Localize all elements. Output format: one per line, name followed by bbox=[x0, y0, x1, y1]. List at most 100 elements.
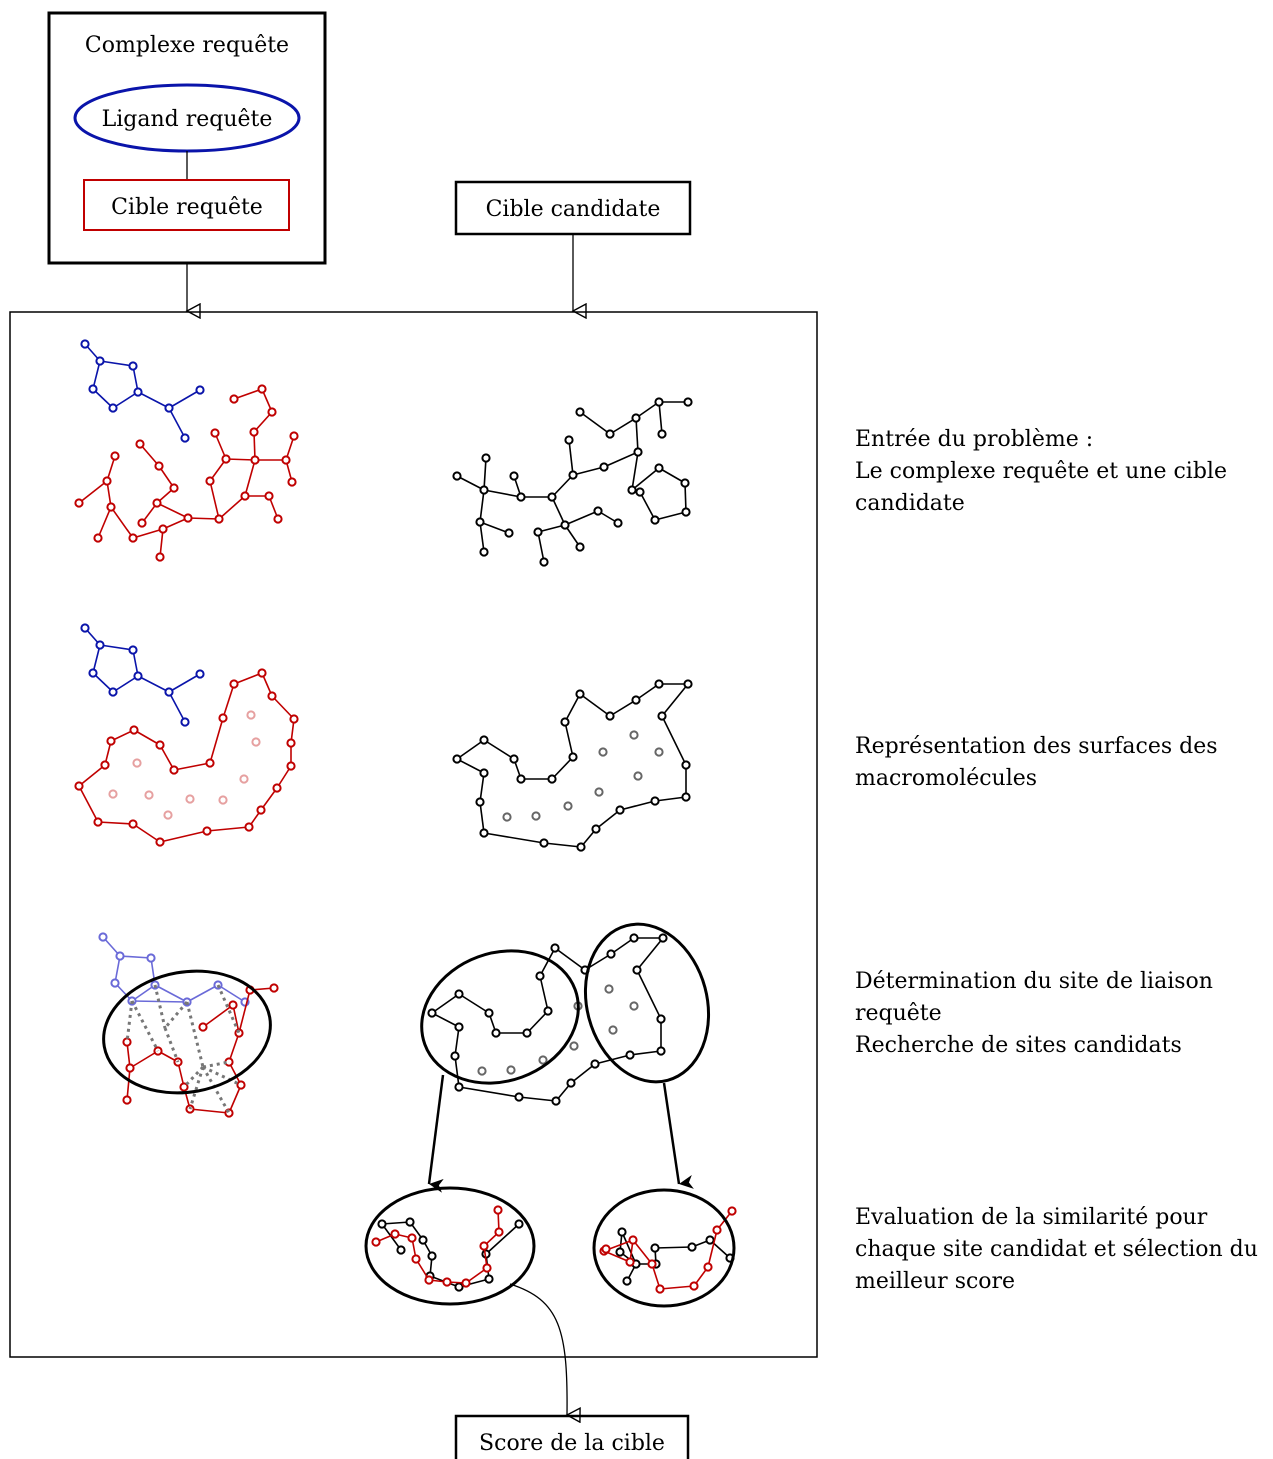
atom-node bbox=[202, 826, 212, 836]
bond-edge bbox=[139, 443, 160, 467]
atom-node bbox=[122, 1095, 132, 1105]
atom-node bbox=[533, 527, 543, 537]
bond-edge bbox=[456, 758, 485, 774]
atom-node bbox=[427, 1008, 437, 1018]
bond-edge bbox=[458, 1086, 520, 1098]
bond-edge bbox=[381, 1223, 402, 1251]
bond-edge bbox=[456, 739, 485, 760]
bond-edge bbox=[658, 467, 686, 484]
surface-point bbox=[246, 710, 256, 720]
atom-node bbox=[146, 953, 156, 963]
query-complex-label: Complexe requête bbox=[85, 33, 289, 58]
atom-node bbox=[195, 669, 205, 679]
bond-edge bbox=[173, 762, 211, 771]
atom-node bbox=[205, 476, 215, 486]
atom-node bbox=[504, 528, 514, 538]
atom-node bbox=[214, 514, 224, 524]
target-score-box: Score de la cible bbox=[454, 1414, 690, 1459]
surface-point bbox=[629, 730, 639, 740]
atom-node bbox=[593, 506, 603, 516]
atom-node bbox=[110, 978, 120, 988]
contact-edge bbox=[163, 1027, 180, 1063]
bond-edge bbox=[159, 830, 208, 843]
atom-node bbox=[575, 407, 585, 417]
surface-point bbox=[477, 1066, 487, 1076]
atom-node bbox=[516, 492, 526, 502]
bond-edge bbox=[78, 480, 108, 504]
bond-edge bbox=[97, 506, 112, 539]
atom-node bbox=[687, 1242, 697, 1252]
atom-node bbox=[625, 1257, 635, 1267]
bond-edge bbox=[479, 521, 485, 553]
atom-node bbox=[133, 671, 143, 681]
atom-node bbox=[128, 645, 138, 655]
contact-edge bbox=[130, 1000, 160, 1052]
bond-edge bbox=[609, 417, 637, 435]
surface-point bbox=[218, 795, 228, 805]
atom-node bbox=[155, 552, 165, 562]
atom-node bbox=[479, 485, 489, 495]
bond-edge bbox=[228, 1084, 242, 1114]
surface-point bbox=[251, 737, 261, 747]
query-target-label: Cible requête bbox=[111, 195, 263, 220]
contact-edge bbox=[125, 1000, 134, 1043]
atom-node bbox=[615, 805, 625, 815]
bond-edge bbox=[225, 458, 256, 461]
atom-node bbox=[560, 520, 570, 530]
atom-node bbox=[210, 428, 220, 438]
step-label-line: requête bbox=[855, 1001, 942, 1026]
atom-node bbox=[154, 461, 164, 471]
atom-node bbox=[628, 1235, 638, 1245]
query-complex-box: Complexe requête Ligand requête Cible re… bbox=[47, 11, 327, 265]
bond-edge bbox=[551, 496, 566, 526]
atom-node bbox=[591, 824, 601, 834]
bond-edge bbox=[537, 524, 566, 533]
bond-edge bbox=[635, 683, 660, 701]
step-label-line: candidate bbox=[855, 491, 965, 516]
similarity-ellipse-2 bbox=[592, 1188, 736, 1308]
bond-edge bbox=[168, 673, 201, 693]
atom-node bbox=[407, 1233, 417, 1243]
atom-node bbox=[479, 1241, 489, 1251]
bond-edge bbox=[485, 1223, 520, 1255]
bond-edge bbox=[631, 467, 660, 491]
atom-node bbox=[396, 1245, 406, 1255]
atom-node bbox=[286, 738, 296, 748]
surface-point bbox=[163, 810, 173, 820]
atom-node bbox=[680, 478, 690, 488]
atom-node bbox=[98, 932, 108, 942]
atom-node bbox=[257, 668, 267, 678]
bond-edge bbox=[654, 796, 687, 802]
step-label-input: Entrée du problème : Le complexe requête… bbox=[855, 424, 1270, 520]
bond-edge bbox=[232, 1004, 240, 1034]
atom-node bbox=[550, 943, 560, 953]
bond-edge bbox=[564, 693, 581, 723]
surface-point bbox=[608, 1025, 618, 1035]
atom-node bbox=[229, 394, 239, 404]
bond-edge bbox=[78, 764, 106, 787]
query-binding-site bbox=[98, 932, 279, 1118]
atom-node bbox=[484, 1274, 494, 1284]
query-target-surface bbox=[74, 668, 299, 847]
atom-node bbox=[221, 454, 231, 464]
bond-edge bbox=[579, 693, 611, 717]
step-label-surfaces: Représentation des surfaces des macromol… bbox=[855, 731, 1270, 795]
atom-node bbox=[155, 837, 165, 847]
atom-node bbox=[137, 518, 147, 528]
query-target-graph-1 bbox=[74, 384, 299, 562]
bond-edge bbox=[483, 457, 487, 491]
atom-node bbox=[547, 774, 557, 784]
atom-node bbox=[625, 1050, 635, 1060]
atom-node bbox=[632, 965, 642, 975]
contact-edge bbox=[163, 1001, 189, 1029]
atom-node bbox=[622, 1276, 632, 1286]
surface-point bbox=[629, 1001, 639, 1011]
atom-node bbox=[88, 384, 98, 394]
bond-edge bbox=[168, 691, 186, 723]
atom-node bbox=[169, 483, 179, 493]
atom-node bbox=[705, 1235, 715, 1245]
surface-point bbox=[594, 787, 604, 797]
bond-edge bbox=[189, 1108, 230, 1114]
bond-edge bbox=[431, 993, 460, 1014]
surface-point bbox=[654, 747, 664, 757]
